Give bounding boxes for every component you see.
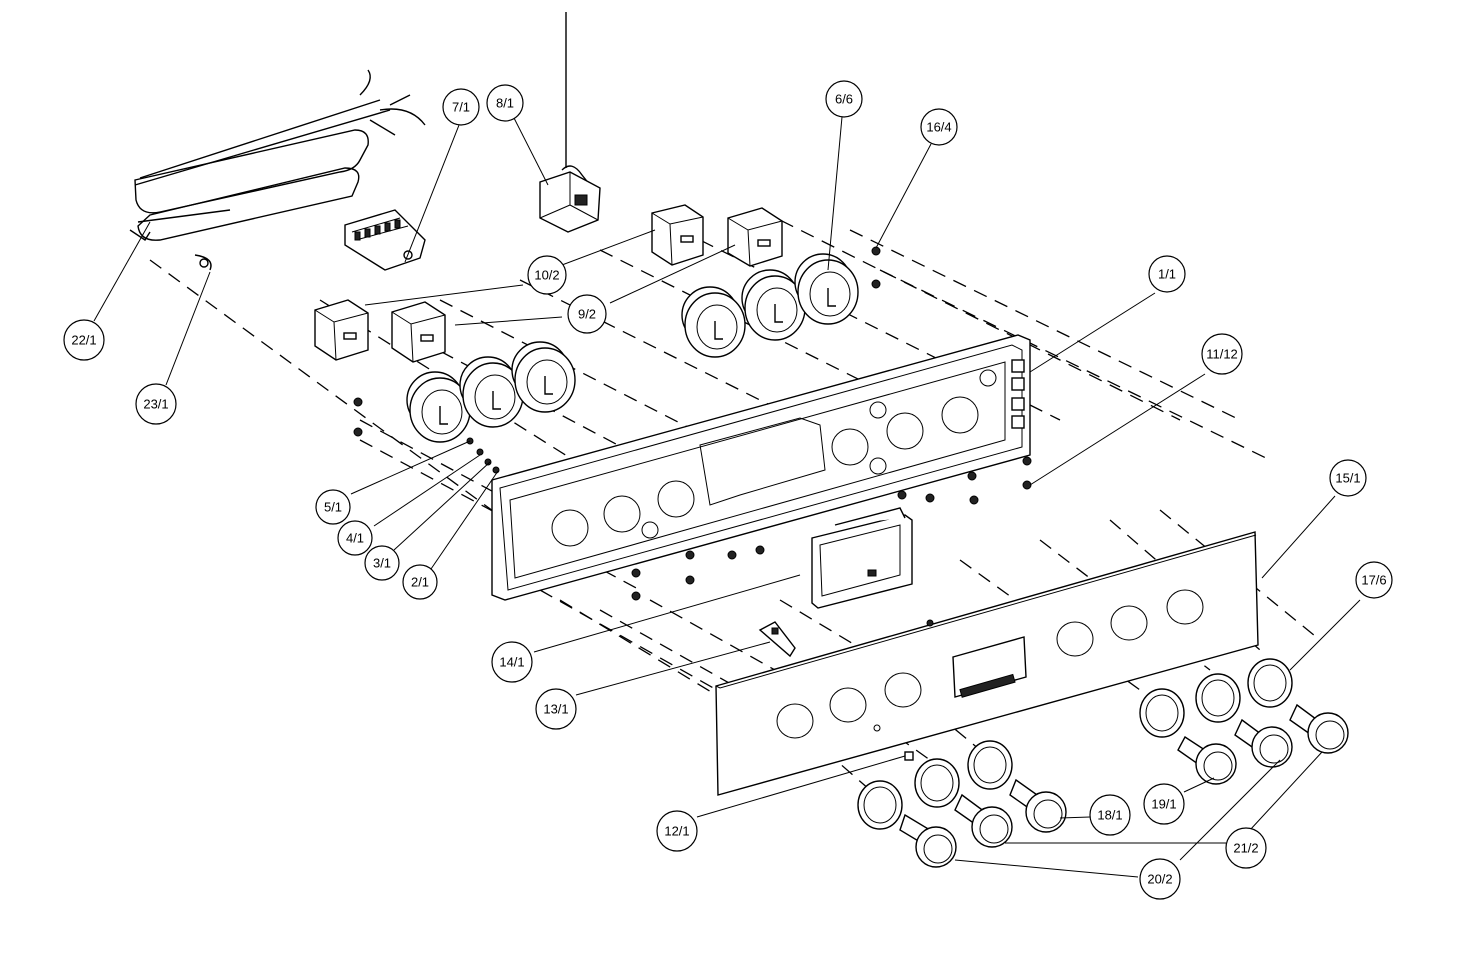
callout-20-2: 20/2 bbox=[1139, 858, 1181, 900]
callout-label: 11/12 bbox=[1206, 347, 1238, 362]
fascia-panel bbox=[715, 531, 1259, 796]
callout-label: 9/2 bbox=[578, 307, 596, 322]
callout-label: 17/6 bbox=[1361, 573, 1386, 588]
callout-1-1: 1/1 bbox=[1148, 255, 1186, 293]
callout-label: 6/6 bbox=[835, 92, 853, 107]
terminal-block bbox=[344, 209, 426, 271]
callout-17-6: 17/6 bbox=[1355, 561, 1393, 599]
callout-13-1: 13/1 bbox=[535, 688, 577, 730]
callout-3-1: 3/1 bbox=[364, 545, 400, 581]
callout-label: 1/1 bbox=[1158, 267, 1176, 282]
gas-taps bbox=[406, 253, 859, 443]
callout-22-1: 22/1 bbox=[63, 319, 105, 361]
callout-label: 8/1 bbox=[496, 96, 514, 111]
callout-21-2: 21/2 bbox=[1225, 827, 1267, 869]
callout-7-1: 7/1 bbox=[442, 88, 480, 126]
callout-label: 7/1 bbox=[452, 100, 470, 115]
callout-label: 22/1 bbox=[71, 333, 96, 348]
callout-16-4: 16/4 bbox=[920, 108, 958, 146]
leader-lines bbox=[93, 116, 1361, 878]
callout-18-1: 18/1 bbox=[1089, 794, 1131, 836]
callout-8-1: 8/1 bbox=[486, 84, 524, 122]
callout-12-1: 12/1 bbox=[656, 810, 698, 852]
callout-4-1: 4/1 bbox=[337, 520, 373, 556]
callout-label: 19/1 bbox=[1151, 797, 1176, 812]
screws bbox=[353, 246, 1032, 601]
callout-label: 3/1 bbox=[373, 556, 391, 571]
knob-bezels bbox=[857, 658, 1293, 830]
control-panel-frame bbox=[491, 334, 1031, 601]
callout-15-1: 15/1 bbox=[1329, 459, 1367, 497]
callout-5-1: 5/1 bbox=[315, 489, 351, 525]
callout-11-12: 11/12 bbox=[1201, 333, 1243, 375]
callout-label: 14/1 bbox=[499, 655, 524, 670]
callout-label: 23/1 bbox=[143, 397, 168, 412]
wiring-harness bbox=[129, 69, 426, 271]
callout-label: 15/1 bbox=[1335, 471, 1360, 486]
callout-label: 5/1 bbox=[324, 500, 342, 515]
callout-19-1: 19/1 bbox=[1143, 783, 1185, 825]
callout-10-2: 10/2 bbox=[527, 255, 567, 295]
callout-label: 13/1 bbox=[543, 702, 568, 717]
callout-23-1: 23/1 bbox=[135, 383, 177, 425]
switch-boxes bbox=[314, 204, 783, 363]
callout-label: 2/1 bbox=[411, 575, 429, 590]
callout-2-1: 2/1 bbox=[402, 564, 438, 600]
callout-14-1: 14/1 bbox=[491, 641, 533, 683]
callout-label: 21/2 bbox=[1233, 841, 1258, 856]
ignition-switch bbox=[758, 621, 796, 658]
callout-label: 16/4 bbox=[926, 120, 951, 135]
callout-label: 10/2 bbox=[534, 268, 559, 283]
control-knobs bbox=[899, 703, 1349, 868]
callout-6-6: 6/6 bbox=[825, 80, 863, 118]
clock-display bbox=[811, 507, 913, 609]
callout-label: 12/1 bbox=[664, 824, 689, 839]
callout-label: 4/1 bbox=[346, 531, 364, 546]
callout-label: 18/1 bbox=[1097, 808, 1122, 823]
thermostat bbox=[539, 12, 601, 233]
callout-label: 20/2 bbox=[1147, 872, 1172, 887]
callout-9-2: 9/2 bbox=[567, 294, 607, 334]
